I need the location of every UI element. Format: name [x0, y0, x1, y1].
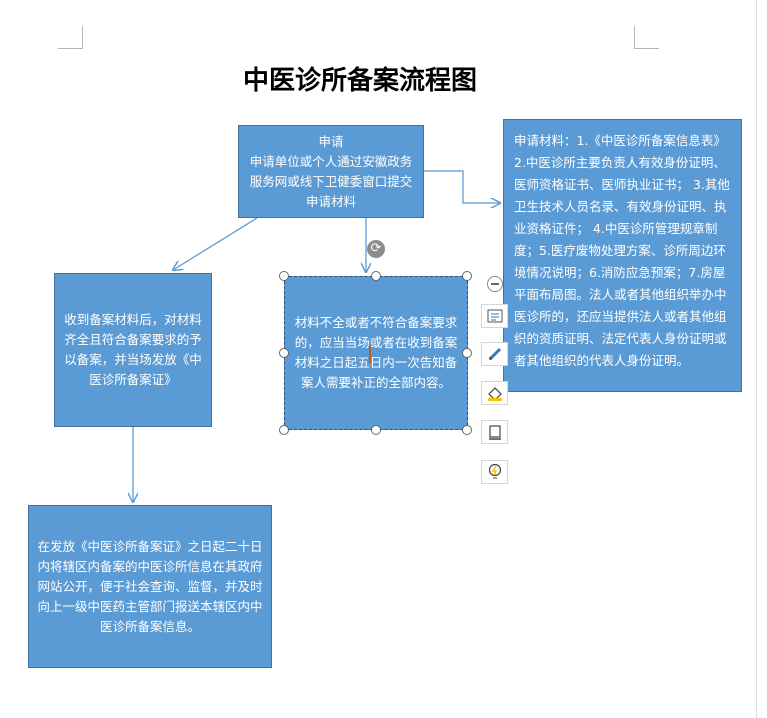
connector-apply-to-accept	[173, 217, 258, 270]
resize-handle-bottom-right[interactable]	[462, 425, 472, 435]
incomplete-box-selected[interactable]: 材料不全或者不符合备案要求的，应当当场或者在收到备案材料之日起五日内一次告知备案…	[284, 276, 468, 430]
rotate-handle-icon[interactable]: ⟳	[367, 240, 385, 258]
apply-box[interactable]: 申请 申请单位或个人通过安徽政务服务网或线下卫健委窗口提交申请材料	[238, 125, 424, 218]
shape-outline-icon[interactable]	[481, 420, 508, 444]
shape-effects-icon[interactable]	[481, 460, 508, 484]
text-cursor	[369, 345, 371, 363]
resize-handle-left[interactable]	[279, 348, 289, 358]
accept-box[interactable]: 收到备案材料后，对材料齐全且符合备案要求的予以备案，并当场发放《中医诊所备案证》	[54, 273, 212, 427]
resize-handle-top-right[interactable]	[462, 271, 472, 281]
collapse-icon[interactable]	[487, 276, 503, 292]
connector-apply-to-materials	[424, 170, 500, 203]
resize-handle-bottom-left[interactable]	[279, 425, 289, 435]
diagram-title: 中医诊所备案流程图	[242, 66, 477, 96]
resize-handle-top[interactable]	[371, 271, 381, 281]
page-edge	[756, 0, 757, 718]
publish-box-text: 在发放《中医诊所备案证》之日起二十日内将辖区内备案的中医诊所信息在其政府网站公开…	[37, 538, 263, 634]
materials-box-text: 申请材料：1.《中医诊所备案信息表》 2.中医诊所主要负责人有效身份证明、医师资…	[514, 133, 730, 368]
page-corner-mark-top-right	[634, 26, 659, 49]
shape-style-icon[interactable]	[481, 342, 508, 366]
resize-handle-right[interactable]	[462, 348, 472, 358]
layout-options-icon[interactable]	[481, 304, 508, 328]
materials-box[interactable]: 申请材料：1.《中医诊所备案信息表》 2.中医诊所主要负责人有效身份证明、医师资…	[503, 119, 742, 392]
shape-fill-icon[interactable]	[481, 381, 508, 405]
apply-box-text: 申请 申请单位或个人通过安徽政务服务网或线下卫健委窗口提交申请材料	[249, 133, 413, 209]
resize-handle-top-left[interactable]	[279, 271, 289, 281]
accept-box-text: 收到备案材料后，对材料齐全且符合备案要求的予以备案，并当场发放《中医诊所备案证》	[64, 312, 202, 387]
publish-box[interactable]: 在发放《中医诊所备案证》之日起二十日内将辖区内备案的中医诊所信息在其政府网站公开…	[28, 505, 272, 668]
page-corner-mark-top-left	[58, 26, 83, 49]
resize-handle-bottom[interactable]	[371, 425, 381, 435]
incomplete-box-text: 材料不全或者不符合备案要求的，应当当场或者在收到备案材料之日起五日内一次告知备案…	[294, 315, 458, 390]
